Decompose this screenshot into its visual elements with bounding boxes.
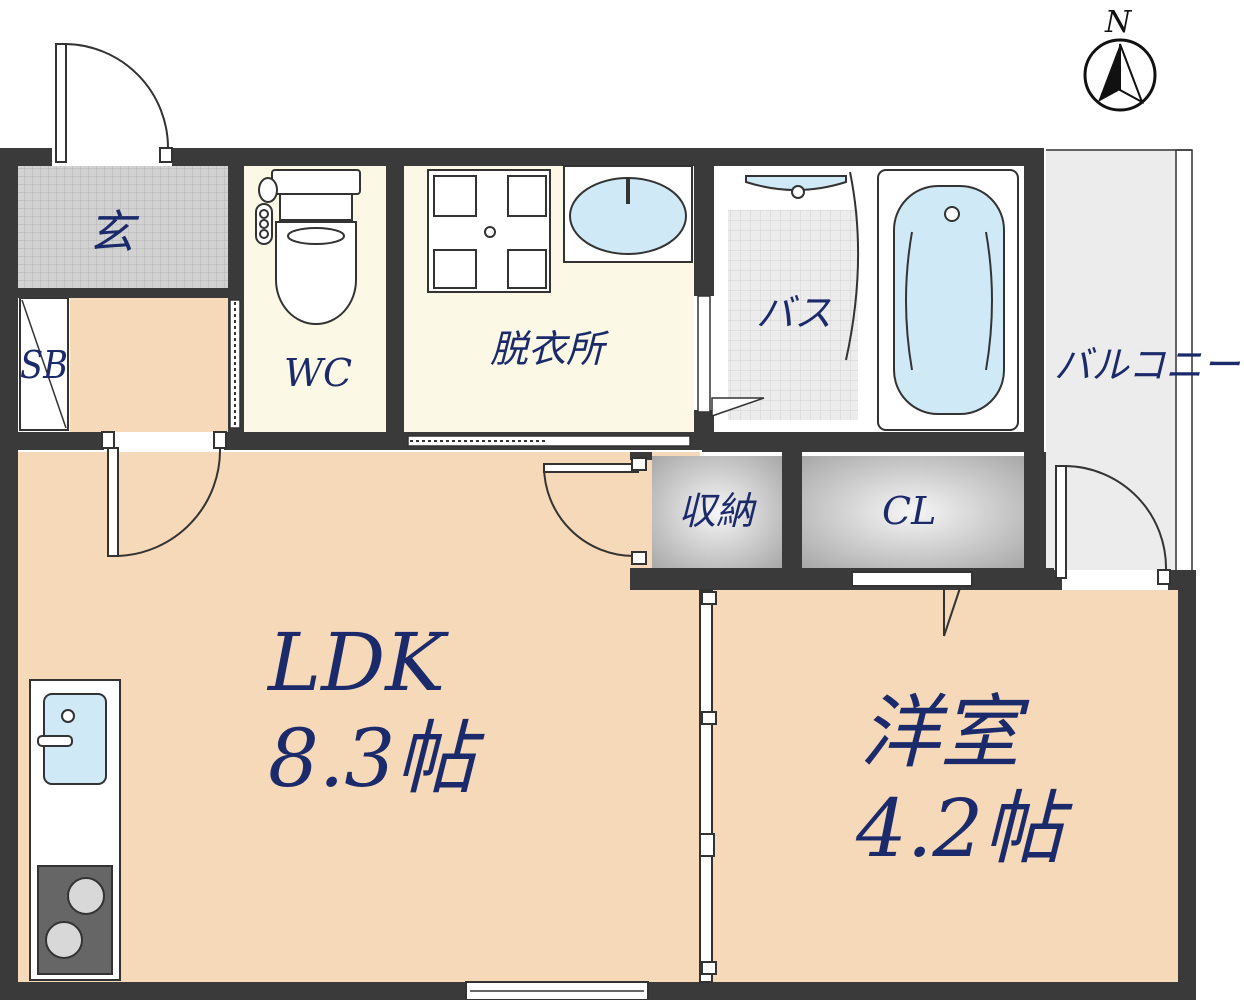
partition-post-1	[701, 591, 717, 605]
partition-post-4	[701, 961, 717, 975]
storage-door-jamb-1	[631, 457, 647, 471]
toilet-fixture	[255, 169, 361, 325]
closet-label: CL	[882, 489, 936, 533]
closet-floor	[802, 456, 1024, 568]
western-room-floor	[712, 590, 1178, 982]
entrance-door-arc	[65, 43, 169, 149]
bath-label: バス	[756, 291, 832, 335]
bath-tile-area	[728, 210, 858, 420]
entrance-label: 玄	[88, 205, 140, 259]
dressing-sliding-door	[407, 435, 691, 447]
balcony-door-jamb	[1157, 569, 1171, 585]
hall-floor	[70, 298, 228, 432]
hall-door-jamb-2	[213, 431, 227, 449]
balcony-door-leaf	[1055, 465, 1067, 579]
bath-fixtures	[745, 169, 1019, 431]
storage-door-jamb-2	[631, 551, 647, 565]
hall-door-leaf	[107, 447, 119, 557]
compass-icon: N	[1083, 5, 1157, 112]
entrance-floor	[18, 166, 228, 288]
shoe-box-diagonal	[21, 299, 67, 429]
entrance-door-stop	[159, 147, 173, 163]
partition-slider	[699, 589, 713, 983]
toilet-label: WC	[284, 351, 352, 395]
western-room-size-label: 4.2帖	[855, 782, 1073, 875]
shoe-box-label: SB	[20, 343, 68, 387]
storage-door-arc	[543, 465, 635, 557]
wash-basin	[563, 165, 693, 263]
ldk-floor-upper	[18, 452, 630, 580]
balcony-floor	[1046, 150, 1184, 580]
ldk-size-label: 8.3帖	[268, 712, 485, 805]
ldk-name-label: LDK	[266, 616, 449, 709]
storage-floor	[652, 456, 782, 568]
dressing-label: 脱衣所	[490, 327, 609, 371]
closet-door-gap	[851, 571, 973, 587]
washing-machine-pan	[427, 169, 551, 293]
closet-door-mark-2	[943, 587, 961, 637]
partition-post-3	[699, 833, 715, 857]
balcony-door-gap	[1062, 570, 1168, 590]
balcony-label: バルコニー	[1054, 343, 1241, 387]
hall-door-jamb-1	[101, 431, 115, 449]
bath-door-jamb	[697, 295, 711, 413]
balcony-door-arc	[1065, 465, 1168, 571]
north-label: N	[1104, 5, 1133, 40]
kitchen-counter	[29, 679, 121, 981]
bath-door-swing	[711, 397, 765, 418]
western-room-name-label: 洋室	[860, 686, 1030, 779]
entrance-door-leaf	[55, 43, 67, 163]
hall-door-arc	[117, 447, 222, 557]
partition-post-2	[701, 711, 717, 725]
storage-label: 収納	[678, 489, 757, 533]
storage-door-leaf	[543, 463, 639, 473]
